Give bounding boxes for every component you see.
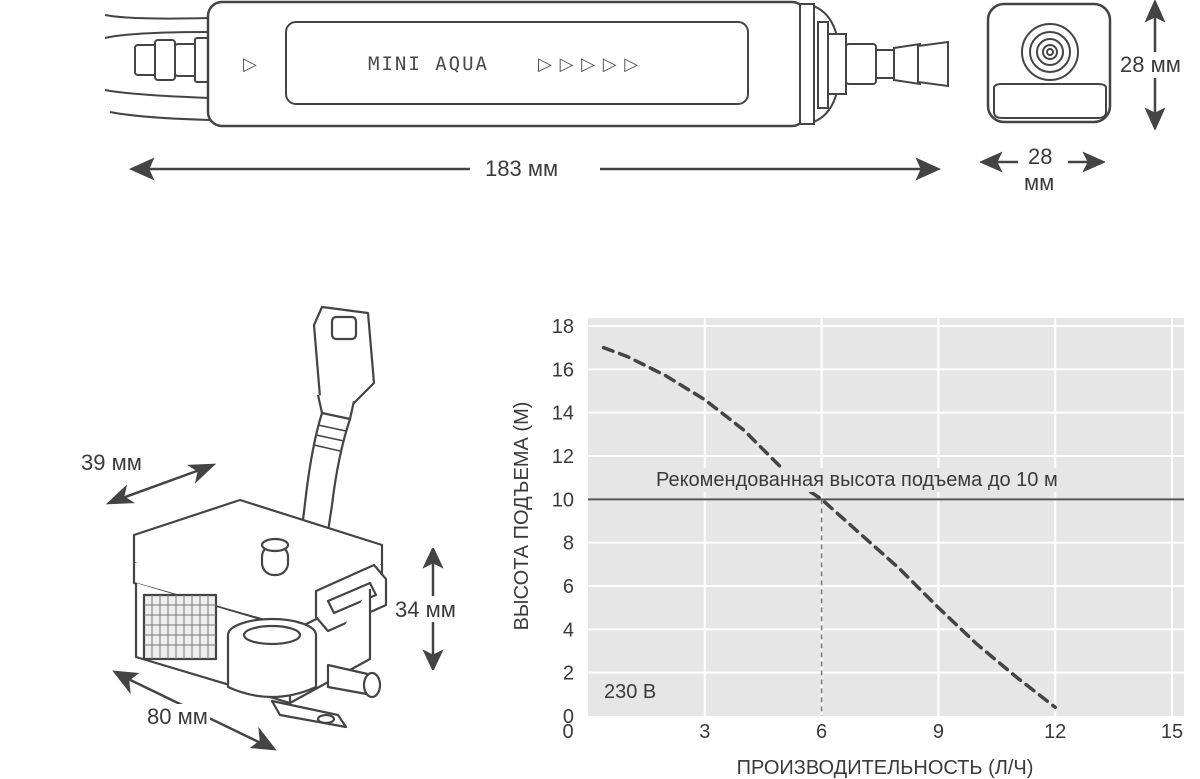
left-arrow-marker: ▷ [243,54,257,75]
y-tick-label: 0 [563,706,574,728]
width-top-label-unit: мм [1024,170,1055,195]
label-panel [285,21,749,105]
pump-curve-series [601,345,1057,710]
length-label: 183 мм [485,156,559,181]
y-tick-label: 14 [552,403,574,425]
y-tick-label: 2 [563,663,574,685]
y-tick-label: 12 [552,446,574,468]
y-tick-label: 10 [552,489,574,511]
x-tick-label: 0 [562,721,573,743]
brand-label: MINI AQUA [368,53,489,75]
x-tick-label: 3 [699,721,710,743]
end-cap [799,3,847,125]
y-tick-label: 4 [563,619,574,641]
recommended-label-background [652,468,1062,492]
reservoir-isometric [132,305,388,729]
depth-reservoir-label: 39 мм [81,450,142,475]
y-tick-label: 8 [563,533,574,555]
pump-side-view: ▷ MINI AQUA ▷ ▷ ▷ ▷ ▷ [104,0,949,128]
power-cables [104,14,211,121]
y-tick-label: 18 [552,316,574,338]
height-dimension-arrow [422,548,444,670]
y-tick-label: 6 [563,576,574,598]
plot-area [588,318,1184,716]
width-top-label-value: 28 [1028,144,1053,169]
y-tick-label: 16 [552,359,574,381]
x-ticks: 0 3 6 9 12 15 [562,721,1183,743]
flow-arrows: ▷ ▷ ▷ ▷ ▷ [538,54,639,75]
height-reservoir-label: 34 мм [395,597,456,622]
voltage-label: 230 В [604,681,656,703]
x-axis-title: ПРОИЗВОДИТЕЛЬНОСТЬ (Л/Ч) [737,757,1034,779]
x-tick-label: 12 [1044,721,1066,743]
width-reservoir-label: 80 мм [145,704,210,730]
outlet-barb [845,40,949,88]
x-tick-label: 9 [933,721,944,743]
depth-dimension-arrow [105,463,217,505]
y-axis-title: ВЫСОТА ПОДЪЕМА (М) [511,402,533,631]
x-tick-label: 6 [816,721,827,743]
length-dimension-arrow [128,157,942,181]
x-tick-label: 15 [1161,721,1183,743]
y-ticks: 0 2 4 6 8 10 12 14 16 18 [552,316,574,728]
gridlines [588,318,1184,716]
pump-end-view [986,2,1112,124]
height-top-label: 28 мм [1118,52,1183,78]
width-dimension-arrow-top [980,151,1105,173]
recommended-height-label: Рекомендованная высота подъема до 10 м [656,469,1058,491]
inlet-barb [134,37,210,83]
